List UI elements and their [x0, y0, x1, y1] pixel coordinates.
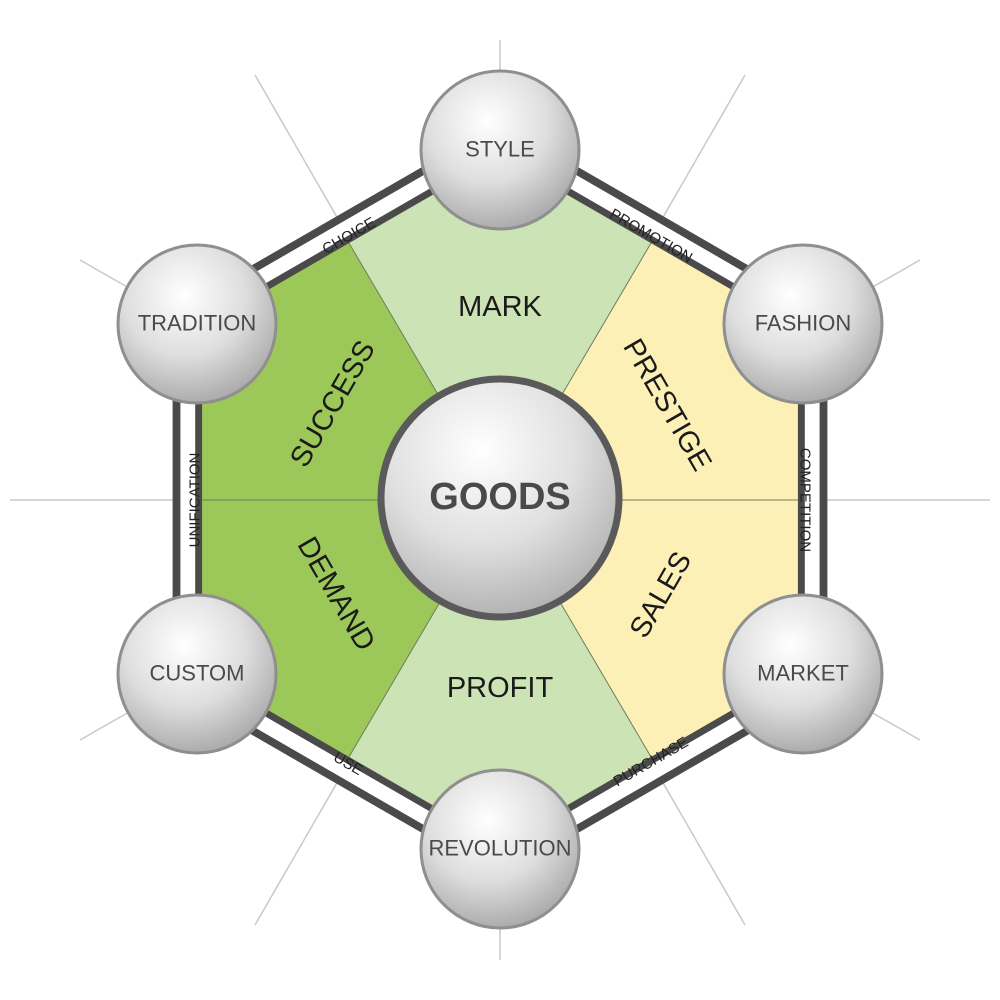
sector-label-mark: MARK [458, 291, 542, 323]
center-node[interactable]: GOODS [377, 375, 623, 621]
vertex-nodes: STYLE FASHION MARKET REVOLUTION CUSTOM T… [116, 69, 884, 930]
node-revolution-label: REVOLUTION [428, 836, 571, 861]
node-tradition-sphere [116, 243, 278, 405]
edge-label-unification: UNIFICATION [187, 453, 204, 548]
sector-mark [349, 156, 651, 500]
node-style-label: STYLE [465, 137, 535, 162]
node-fashion-sphere [722, 243, 884, 405]
node-custom-label: CUSTOM [150, 661, 245, 686]
node-style-sphere [419, 69, 581, 231]
edge-label-competition: COMPETITION [797, 448, 814, 552]
sector-label-profit: PROFIT [447, 672, 554, 704]
node-revolution-sphere [419, 768, 581, 930]
sector-profit [349, 500, 651, 844]
node-tradition[interactable]: TRADITION [116, 243, 278, 405]
node-custom-sphere [116, 593, 278, 755]
node-fashion-label: FASHION [755, 311, 852, 336]
node-revolution[interactable]: REVOLUTION [419, 768, 581, 930]
node-fashion[interactable]: FASHION [722, 243, 884, 405]
node-market-sphere [722, 593, 884, 755]
node-style[interactable]: STYLE [419, 69, 581, 231]
node-tradition-label: TRADITION [138, 311, 257, 336]
node-custom[interactable]: CUSTOM [116, 593, 278, 755]
node-market-label: MARKET [757, 661, 849, 686]
center-sphere [377, 375, 623, 621]
center-label: GOODS [429, 476, 570, 518]
node-market[interactable]: MARKET [722, 593, 884, 755]
